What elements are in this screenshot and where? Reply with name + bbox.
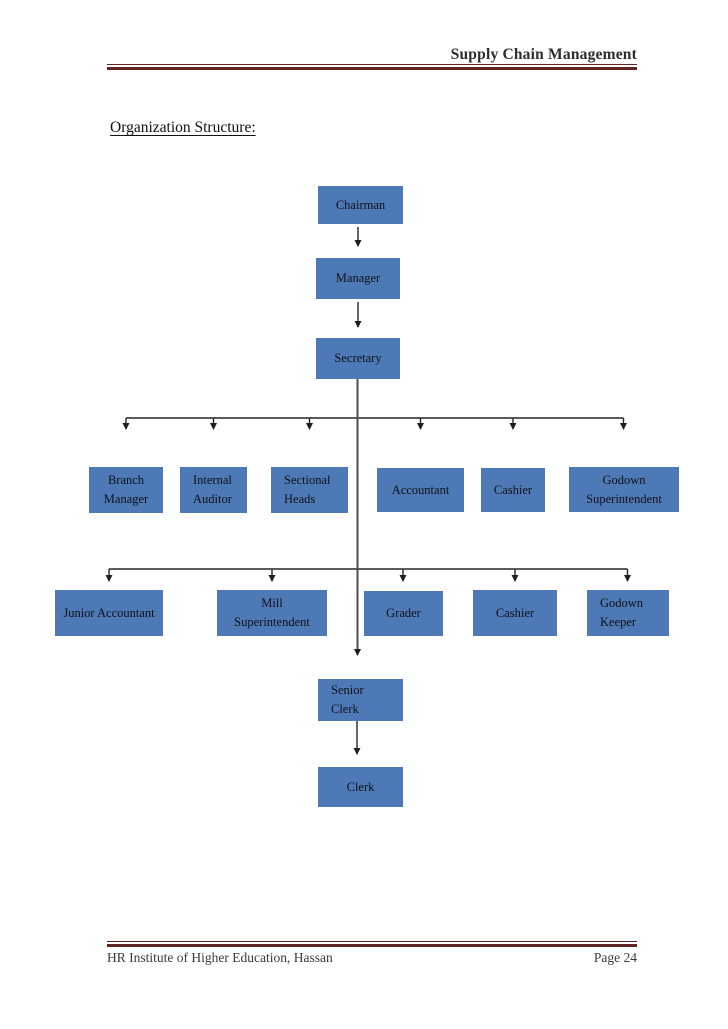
level-4-drop-arrows	[122, 418, 627, 430]
footer-institution: HR Institute of Higher Education, Hassan	[107, 950, 333, 965]
footer-rule-thick-line	[107, 944, 637, 947]
header-rule-thick-line	[107, 67, 637, 70]
footer-rule-thin-line	[107, 941, 637, 942]
org-node-secretary: Secretary	[316, 338, 400, 379]
page-footer: HR Institute of Higher Education, Hassan…	[107, 950, 637, 966]
org-node-manager: Manager	[316, 258, 400, 299]
footer-page-number: Page 24	[593, 950, 637, 965]
org-node-branch-manager: Branch Manager	[89, 467, 163, 513]
header-rule	[107, 64, 637, 70]
org-node-clerk: Clerk	[318, 767, 403, 807]
org-node-chairman: Chairman	[318, 186, 403, 224]
org-node-cashier-2: Cashier	[473, 590, 557, 636]
footer-rule	[107, 941, 637, 947]
org-node-cashier: Cashier	[481, 468, 545, 512]
org-node-internal-auditor: Internal Auditor	[180, 467, 247, 513]
org-node-mill-superintendent: Mill Superintendent	[217, 590, 327, 636]
header-rule-thin-line	[107, 64, 637, 65]
org-node-godown-keeper: Godown Keeper	[587, 590, 669, 636]
org-node-grader: Grader	[364, 591, 443, 636]
org-node-accountant: Accountant	[377, 468, 464, 512]
org-node-godown-superintendent: Godown Superintendent	[569, 467, 679, 512]
org-node-sectional-heads: Sectional Heads	[271, 467, 348, 513]
page-header-title: Supply Chain Management	[450, 46, 637, 63]
org-node-junior-accountant: Junior Accountant	[55, 590, 163, 636]
level-5-drop-arrows	[105, 569, 631, 582]
section-heading: Organization Structure:	[110, 119, 256, 136]
org-node-senior-clerk: Senior Clerk	[318, 679, 403, 721]
